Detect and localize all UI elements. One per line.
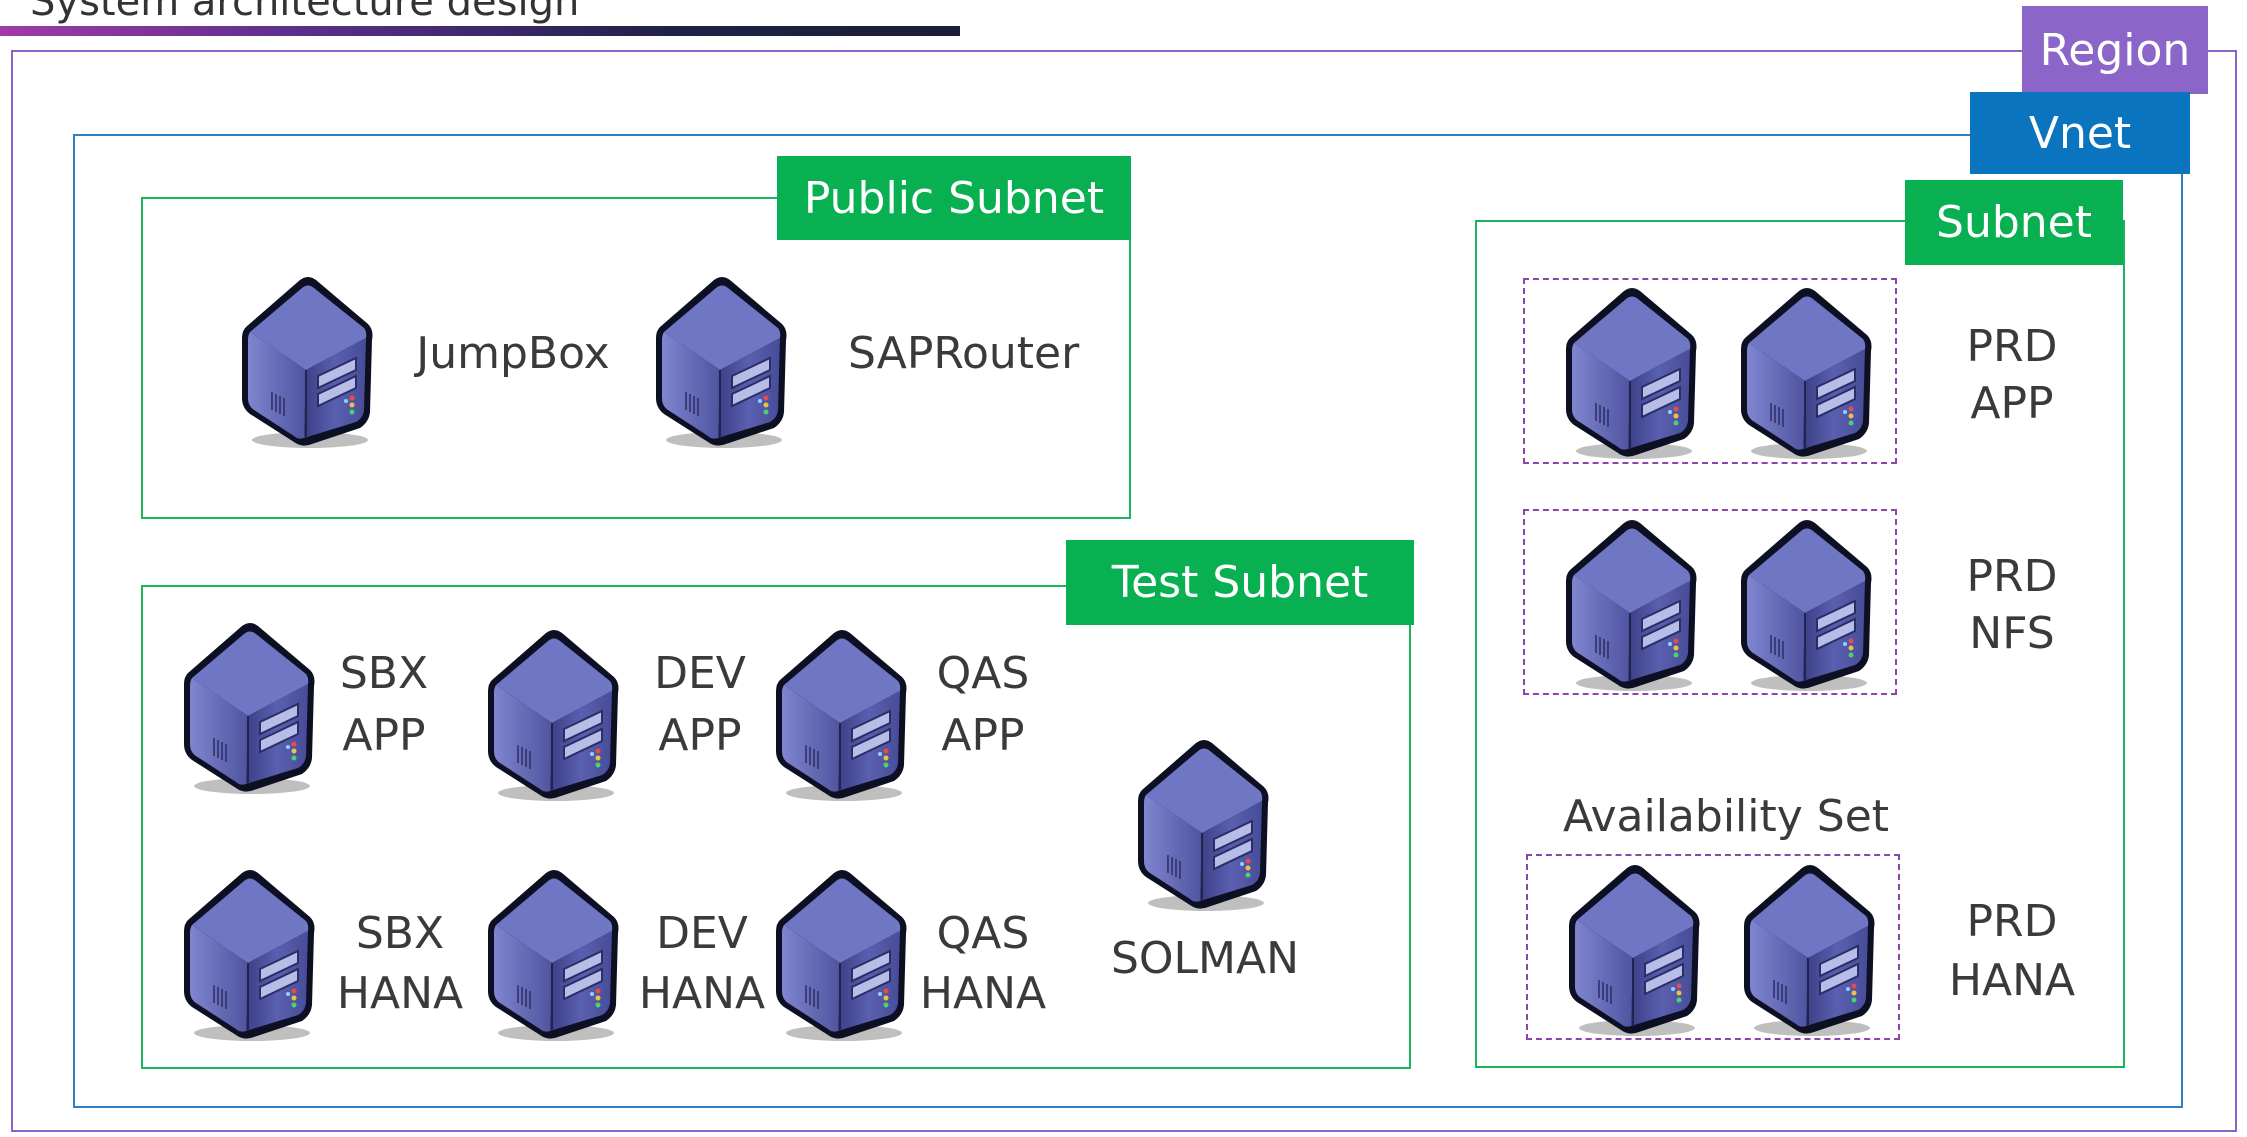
- sbx-app-label-line2: APP: [342, 710, 426, 761]
- dev-hana-label-line1: DEV: [656, 908, 748, 959]
- server-icon: [1132, 735, 1272, 913]
- test-subnet-container: [141, 585, 1411, 1069]
- server-icon: [236, 272, 376, 450]
- prd-nfs-group: [1523, 509, 1897, 695]
- prd-app-group: [1523, 278, 1897, 464]
- prd-app-label-line2: APP: [1970, 378, 2054, 429]
- qas-app-label-line1: QAS: [936, 648, 1030, 699]
- region-container: [11, 50, 2237, 1132]
- dev-app-label-line1: DEV: [654, 648, 746, 699]
- page-title: System architecture design: [30, 0, 580, 25]
- sbx-hana-label-line2: HANA: [336, 968, 464, 1019]
- public-subnet-container: [141, 197, 1131, 519]
- qas-hana-label-line2: HANA: [919, 968, 1047, 1019]
- vnet-label: Vnet: [1970, 92, 2190, 174]
- server-icon: [1735, 515, 1875, 693]
- sbx-hana-label-line1: SBX: [355, 908, 445, 959]
- qas-hana-label-line1: QAS: [936, 908, 1030, 959]
- server-icon: [1735, 283, 1875, 461]
- prd-hana-availability-set: [1526, 854, 1900, 1040]
- server-icon: [482, 625, 622, 803]
- qas-app-label-line2: APP: [941, 710, 1025, 761]
- server-icon: [178, 865, 318, 1043]
- public-subnet-label: Public Subnet: [777, 156, 1131, 240]
- server-icon: [770, 625, 910, 803]
- prd-nfs-label-line1: PRD: [1966, 551, 2058, 602]
- prd-nfs-label-line2: NFS: [1969, 608, 2055, 659]
- dev-app-label-line2: APP: [658, 710, 742, 761]
- test-subnet-label: Test Subnet: [1066, 540, 1414, 625]
- server-icon: [1560, 515, 1700, 693]
- server-icon: [1563, 860, 1703, 1038]
- dev-hana-label-line2: HANA: [638, 968, 766, 1019]
- server-icon: [1560, 283, 1700, 461]
- prod-subnet-container: [1475, 220, 2125, 1068]
- title-underline: [0, 26, 960, 36]
- jumpbox-label: JumpBox: [416, 328, 610, 379]
- server-icon: [770, 865, 910, 1043]
- server-icon: [178, 618, 318, 796]
- prd-app-label-line1: PRD: [1966, 321, 2058, 372]
- prd-hana-label-line1: PRD: [1966, 896, 2058, 947]
- availability-set-label: Availability Set: [1562, 791, 1890, 842]
- solman-label: SOLMAN: [1110, 933, 1300, 984]
- server-icon: [482, 865, 622, 1043]
- region-label: Region: [2022, 6, 2208, 94]
- vnet-container: [73, 134, 2183, 1108]
- prod-subnet-label: Subnet: [1905, 180, 2123, 265]
- saprouter-label: SAPRouter: [848, 328, 1080, 379]
- server-icon: [650, 272, 790, 450]
- prd-hana-label-line2: HANA: [1948, 955, 2076, 1006]
- sbx-app-label-line1: SBX: [339, 648, 429, 699]
- server-icon: [1738, 860, 1878, 1038]
